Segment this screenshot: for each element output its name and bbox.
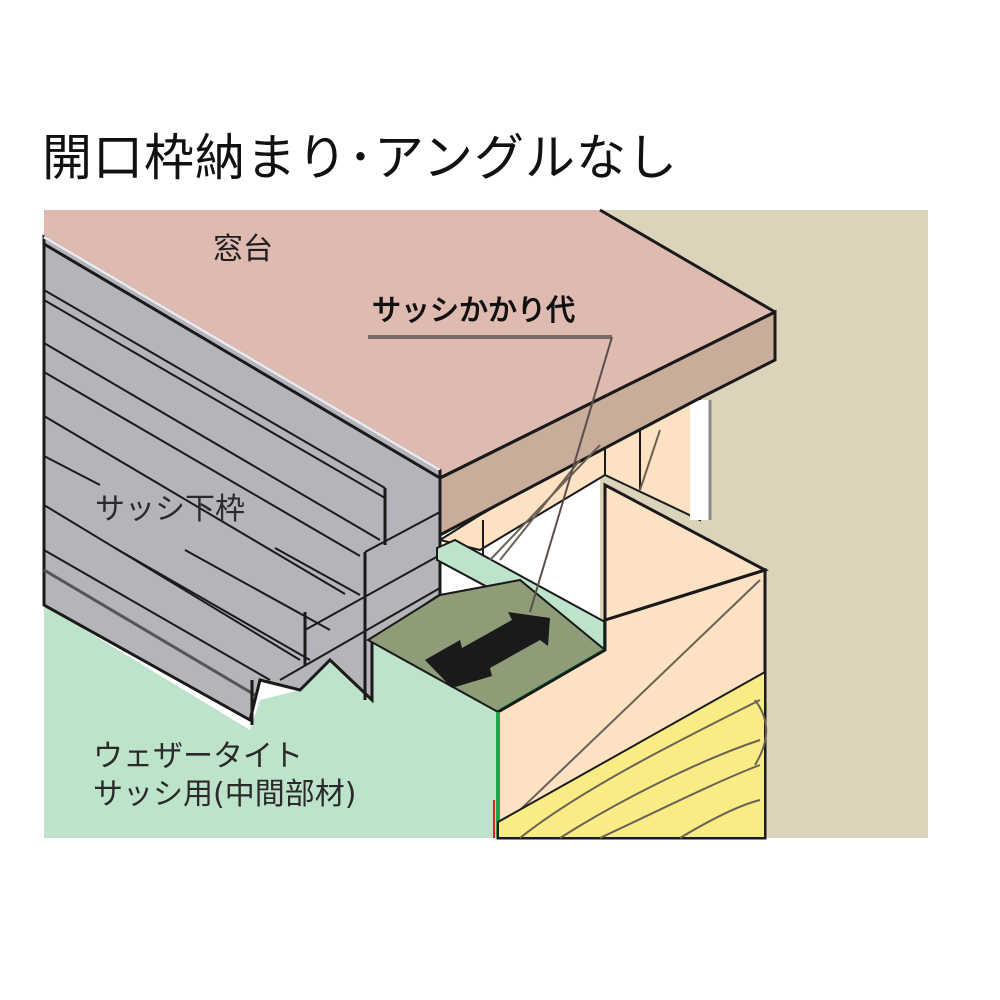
overlap-label-leader xyxy=(368,335,613,613)
weathertight-label-line2: サッシ用(中間部材) xyxy=(93,777,357,812)
window-sill xyxy=(44,208,777,538)
window-sill-label: 窓台 xyxy=(213,232,273,267)
double-headed-arrow-icon xyxy=(425,612,550,688)
diagram-title: 開口枠納まり･アングルなし xyxy=(42,129,678,187)
weathertight-sheet xyxy=(44,605,498,838)
insulation xyxy=(497,670,768,839)
sash-lower-frame xyxy=(42,234,442,725)
weathertight-label-line1: ウェザータイト xyxy=(93,739,303,774)
wood-hatching xyxy=(489,429,661,561)
sash-lower-frame-label: サッシ下枠 xyxy=(95,492,245,527)
weathertight-label: ウェザータイト サッシ用(中間部材) xyxy=(93,738,356,814)
sash-overlap-label: サッシかかり代 xyxy=(372,293,576,327)
